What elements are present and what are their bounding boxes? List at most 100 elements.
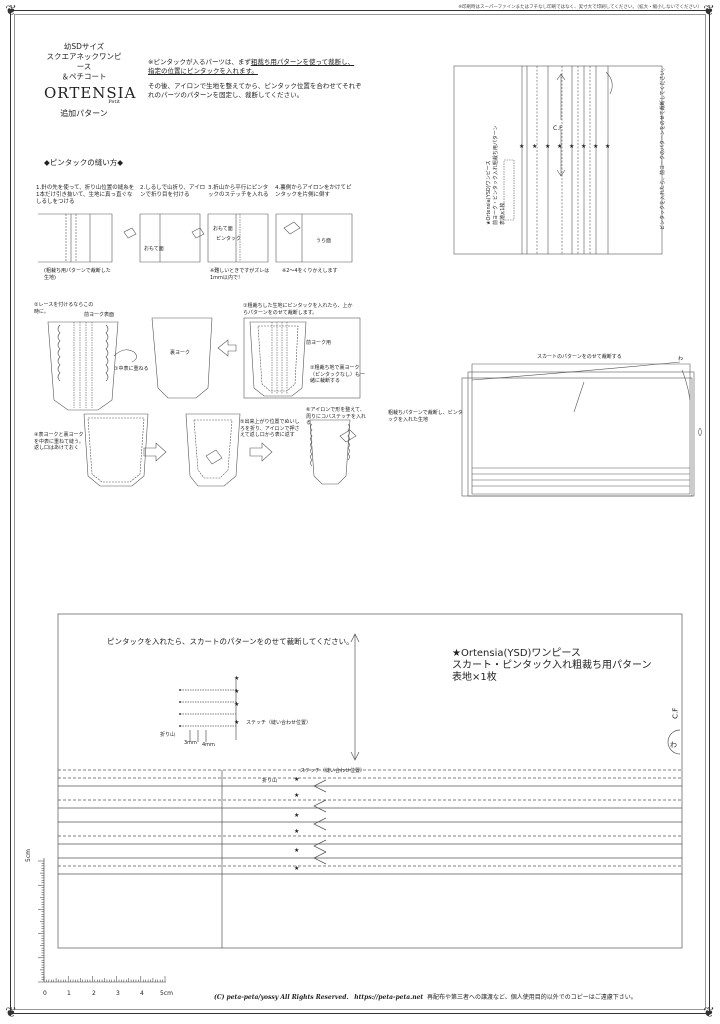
- front-yoke-illustration: [47, 321, 119, 411]
- svg-text:★: ★: [532, 143, 537, 150]
- brand-logo: ORTENSIA: [44, 84, 137, 102]
- section-heading: ◆ピンタックの縫い方◆: [44, 158, 124, 167]
- mm4-label: 4mm: [202, 742, 215, 748]
- footer: (C) peta-peta/yossy All Rights Reserved.…: [214, 992, 637, 1001]
- arrow-left: [217, 339, 237, 357]
- step-2-label: おもて面: [144, 246, 164, 252]
- skirt-pattern-title: ★Ortensia(YSD)ワンピース スカート・ピンタック入れ粗裁ち用パターン…: [452, 648, 652, 684]
- intro-p1c: 指定の位置にピンタックを入れます。: [148, 67, 258, 75]
- svg-text:★: ★: [234, 688, 239, 695]
- lace-note: ②レースを付けるならこの時に。: [34, 302, 94, 315]
- corner-ornament-icon: ❦: [703, 1005, 715, 1021]
- ruler-ticks: [38, 860, 166, 983]
- svg-text:★: ★: [519, 143, 524, 150]
- footer-url: https://peta-peta.net: [354, 994, 424, 1001]
- mm3-label: 3mm: [184, 740, 197, 746]
- svg-text:★: ★: [557, 143, 562, 150]
- iron-note: ⑥アイロンで形を整えて、周りにコバステッチを入れる: [306, 407, 367, 426]
- stitch-label-1: ステッチ（縫い合わせ位置）: [246, 720, 312, 726]
- step-3-note: ※難しいときですがズレは1mm以内で！: [210, 268, 270, 281]
- step-4-note: ※2〜4をくりかえします: [282, 268, 338, 274]
- svg-text:★: ★: [234, 675, 239, 682]
- svg-text:★: ★: [234, 701, 239, 708]
- ruler-bottom-label: 5cm: [160, 990, 173, 997]
- step-3-label1: おもて面: [213, 226, 233, 232]
- footer-note: 再配布や第三者への譲渡など、個人使用目的以外でのコピーはご遠慮下さい。: [427, 994, 637, 1001]
- sewn-yoke-illustration: [83, 413, 149, 487]
- arrow-curve: [113, 349, 137, 363]
- yoke-roughcut-pattern: [453, 65, 663, 255]
- step-3-label2: ピンタック: [216, 236, 242, 242]
- svg-text:★: ★: [294, 776, 299, 783]
- skirt-small-wa: わ: [678, 356, 684, 362]
- step-3-illustration: [191, 213, 269, 263]
- svg-text:★: ★: [581, 143, 586, 150]
- layer-note: ①中表に重ねる: [114, 366, 149, 372]
- intro-p2: その後、アイロンで生地を整えてから、ピンタック位置を合わせてそれぞれのパーツのパ…: [148, 82, 362, 99]
- page-border-inner: [14, 14, 706, 1010]
- back-yoke-illustration: [151, 317, 213, 399]
- svg-text:★: ★: [593, 143, 598, 150]
- skirt-small-left-label: 粗裁ちパターンで裁断し、ピンタックを入れた生地: [388, 410, 463, 423]
- title-petticoat: ＆ペチコート: [61, 72, 107, 81]
- back-yoke-note: ②粗裁ち地で裏ヨーク（ピンタックなし）も一緒に裁断する: [310, 365, 366, 384]
- step-1-note: (粗裁ち用パターンで裁断した生地): [44, 268, 111, 281]
- corner-ornament-icon: ❦: [5, 1005, 17, 1021]
- svg-text:★: ★: [294, 812, 299, 819]
- svg-text:★: ★: [294, 792, 299, 799]
- ruler-num: 2: [92, 990, 96, 997]
- stitch-label-2: ステッチ（縫い合わせ位置）: [300, 768, 366, 774]
- svg-text:★: ★: [545, 143, 550, 150]
- turned-yoke-illustration: [185, 413, 241, 487]
- pintuck-cut-illustration: [243, 317, 361, 399]
- front-yoke-label: 前ヨーク表面: [84, 312, 115, 318]
- fold-label-2: 折り山: [262, 778, 278, 784]
- step-3-text: 3.折山から平行にピンタックのステッチを入れる: [208, 185, 269, 198]
- brand-sub: Petit: [108, 99, 120, 105]
- yoke-cf-label: C.F: [553, 125, 563, 132]
- corner-ornament-icon: ❦: [5, 3, 17, 19]
- step-2-illustration: [123, 213, 201, 263]
- step-2-text: 2.しるしで山折り、アイロンで折り目を付ける: [140, 185, 206, 198]
- step-1-illustration: [38, 213, 113, 263]
- arrow-right-2: [249, 442, 273, 462]
- back-yoke-label: 裏ヨーク: [170, 350, 191, 356]
- pin-dots: [179, 689, 181, 727]
- pintuck-detail: [180, 680, 237, 742]
- page-border: [10, 10, 710, 1014]
- title-block: 幼SDサイズ スクエアネックワンピース ＆ペチコート ORTENSIA Peti…: [44, 42, 137, 119]
- ruler-num: 1: [67, 990, 71, 997]
- svg-text:★: ★: [605, 143, 610, 150]
- title-dress: スクエアネックワンピース: [46, 52, 122, 71]
- arrow-right: [143, 442, 167, 462]
- front-yoke2-label: 前ヨーク用: [306, 340, 332, 346]
- ruler: [43, 858, 166, 983]
- pintuck-cut-note: ①粗裁ちした生地にピンタックを入れたら、上からパターンをのせて裁断します。: [243, 303, 353, 316]
- bottom-instruction: ピンタックを入れたら、スカートのパターンをのせて裁断してください。: [107, 637, 354, 646]
- skirt-small-diagram: [461, 361, 702, 497]
- intro-text: ※ピンタックが入るパーツは、まず粗裁ち用パターンを使って裁断し、指定の位置にピン…: [148, 58, 368, 106]
- title-extra-pattern: 追加パターン: [60, 109, 108, 118]
- finished-yoke-illustration: [309, 419, 357, 485]
- intro-p1a: ※ピンタックが入るパーツは、まず: [148, 58, 251, 66]
- svg-text:★: ★: [294, 865, 299, 872]
- skirt-pattern-title2: スカート・ピンタック入れ粗裁ち用パターン: [452, 660, 652, 671]
- step-1-text: 1.針の先を使って、折り山位置の縫糸を1本だけ引き抜いて、生地に真っ直ぐなしるし…: [36, 185, 135, 205]
- skirt-pattern-title3: 表地×1枚: [452, 672, 497, 683]
- ruler-num: 4: [140, 990, 144, 997]
- turn-note: ⑤出来上がり位置でぬいしろを折り、アイロンで押さえて返し口から表に返す: [240, 419, 300, 438]
- step-4-label: うら面: [316, 238, 332, 244]
- corner-ornament-icon: ❦: [703, 3, 715, 19]
- skirt-roughcut-pattern: [57, 613, 683, 949]
- star-markers: ★★★ ★★★ ★★ ★★★★ ★★★ ★★★: [234, 143, 610, 872]
- skirt-pattern-title1: ★Ortensia(YSD)ワンピース: [452, 648, 581, 659]
- ruler-num: 3: [116, 990, 120, 997]
- svg-text:★: ★: [294, 847, 299, 854]
- print-note: ※印刷時はスーパーファインまたはフチなし印刷ではなく、実寸大で印刷してください。…: [458, 5, 702, 10]
- skirt-small-top-label: スカートのパターンをのせて裁断する: [537, 354, 622, 360]
- fold-label-1: 折り山: [160, 732, 176, 738]
- step-4-text: 4.裏側からアイロンをかけてピンタックを片側に倒す: [275, 185, 352, 198]
- intro-p1b: 粗裁ち用パターンを使って裁断し、: [250, 58, 355, 66]
- footer-copyright: (C) peta-peta/yossy All Rights Reserved.: [214, 994, 349, 1001]
